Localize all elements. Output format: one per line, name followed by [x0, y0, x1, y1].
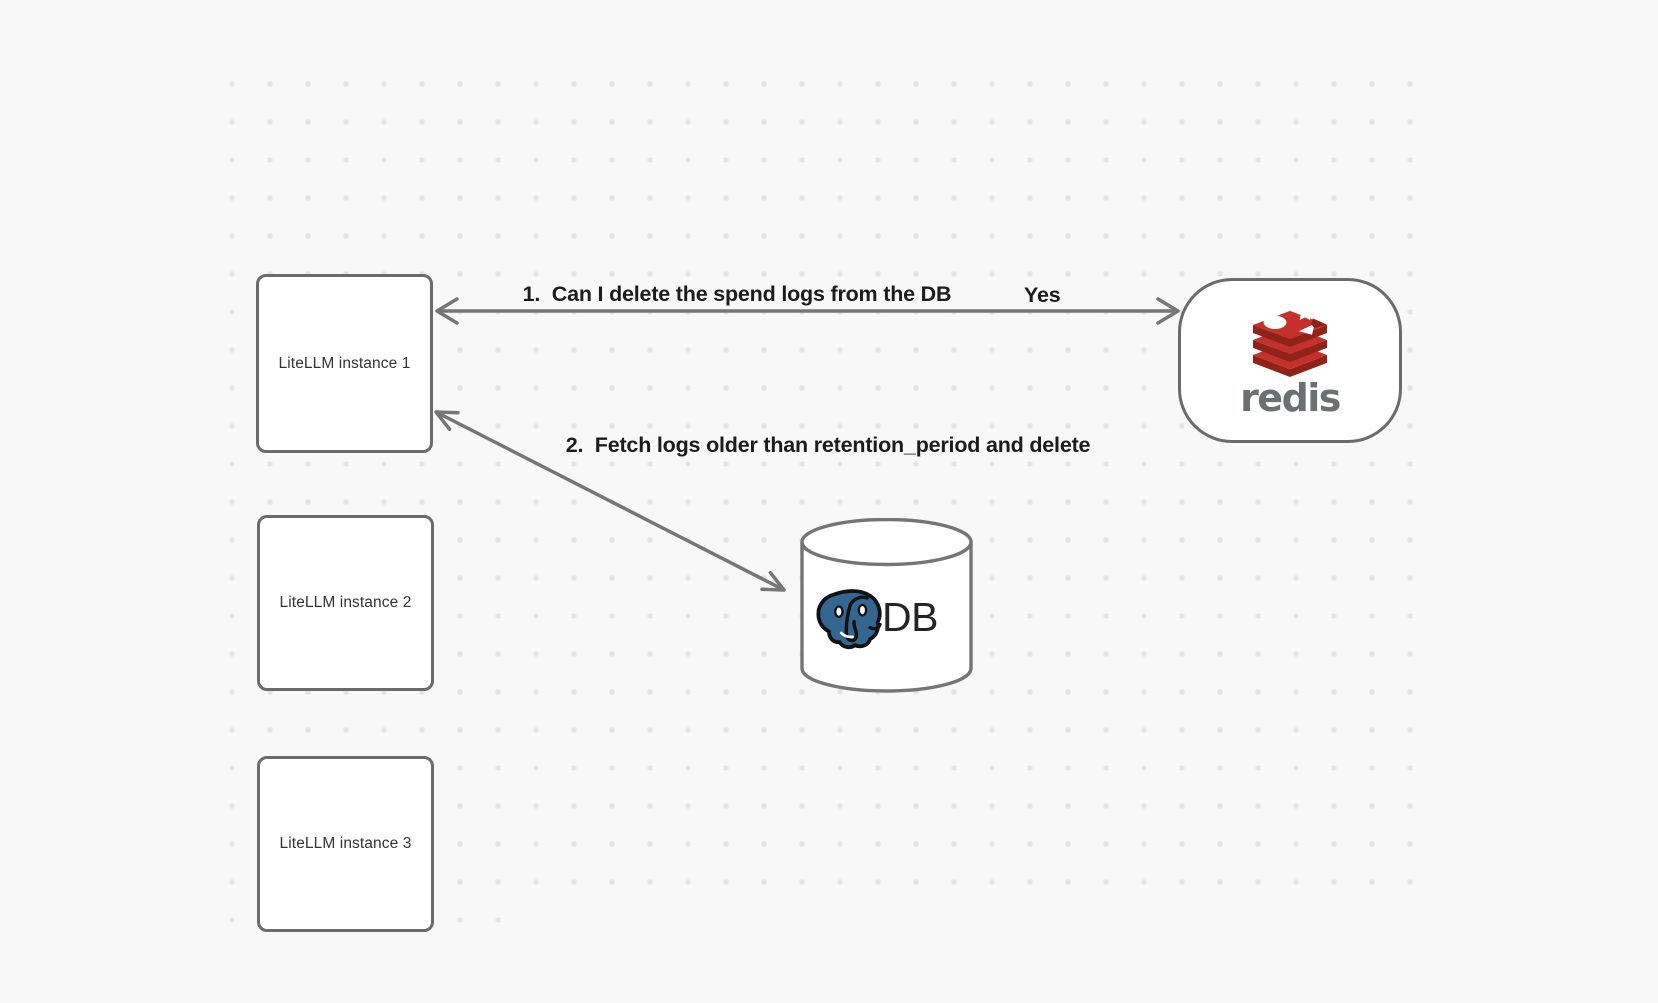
edge2-label: 2. Fetch logs older than retention_perio… [565, 433, 1091, 457]
redis-wordmark: redis [1240, 376, 1341, 420]
litellm-instance-2-label: LiteLLM instance 2 [279, 594, 412, 611]
redis-stack-icon [1253, 303, 1327, 377]
edge1-reply-label: Yes [1024, 283, 1061, 307]
litellm-instance-3-label: LiteLLM instance 3 [279, 835, 412, 852]
postgresql-elephant-icon [816, 589, 882, 650]
edge1-label: 1. Can I delete the spend logs from the … [522, 282, 952, 306]
litellm-instance-2-node[interactable]: LiteLLM instance 2 [257, 515, 434, 691]
db-content: DB [810, 578, 970, 656]
db-label: DB [882, 593, 938, 640]
redis-node[interactable]: redis [1178, 278, 1402, 443]
litellm-instance-1-label: LiteLLM instance 1 [278, 354, 411, 372]
postgres-db-node[interactable]: DB [800, 518, 973, 693]
litellm-instance-1-node[interactable]: LiteLLM instance 1 [256, 274, 433, 453]
litellm-instance-3-node[interactable]: LiteLLM instance 3 [257, 756, 434, 932]
